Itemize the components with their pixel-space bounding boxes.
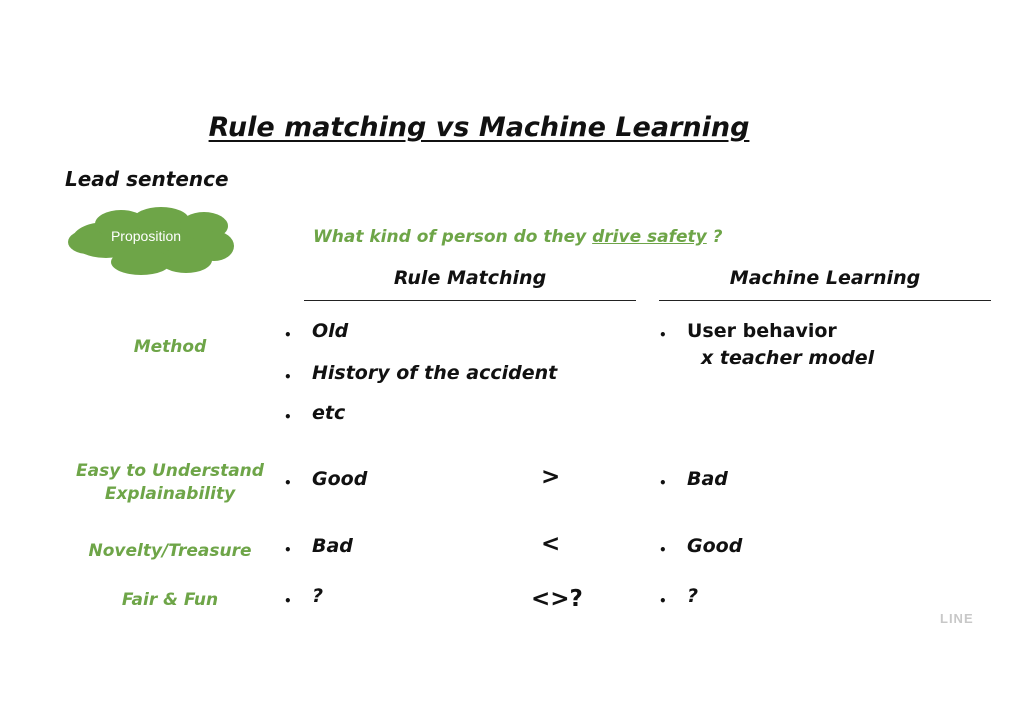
row-label-explainability-line-2: Explainability <box>104 484 236 504</box>
bullet: • <box>284 594 292 608</box>
question-text: What kind of person do they drive safety… <box>313 227 723 247</box>
question-after: ? <box>706 227 723 247</box>
rule-method-item-3: etc <box>312 402 346 424</box>
bullet: • <box>284 543 292 557</box>
lead-sentence-heading: Lead sentence <box>65 167 229 191</box>
proposition-label: Proposition <box>110 228 182 244</box>
column-header-machine-learning: Machine Learning <box>729 267 921 289</box>
bullet: • <box>659 328 667 342</box>
ml-novelty-value: Good <box>687 535 743 557</box>
rule-method-item-1: Old <box>312 320 349 342</box>
fair-comparison: <>? <box>531 586 583 612</box>
row-label-fair-fun: Fair & Fun <box>121 590 219 610</box>
rule-method-item-2: History of the accident <box>312 362 558 384</box>
question-before: What kind of person do they <box>313 227 593 247</box>
bullet: • <box>284 370 292 384</box>
ml-column-divider <box>659 300 991 301</box>
row-label-novelty: Novelty/Treasure <box>88 541 252 561</box>
ml-method-line-2: x teacher model <box>701 347 875 369</box>
rule-fair-value: ? <box>312 585 324 607</box>
bullet: • <box>284 476 292 490</box>
rule-novelty-value: Bad <box>312 535 353 557</box>
bullet: • <box>284 328 292 342</box>
bullet: • <box>659 543 667 557</box>
ml-method-line-1: User behavior <box>687 320 837 342</box>
ml-fair-value: ? <box>687 585 699 607</box>
bullet: • <box>284 410 292 424</box>
row-label-explainability: Easy to Understand Explainability <box>60 460 280 506</box>
rule-explainability-value: Good <box>312 468 368 490</box>
question-underlined: drive safety <box>592 227 707 247</box>
ml-explainability-value: Bad <box>687 468 728 490</box>
bullet: • <box>659 594 667 608</box>
bullet: • <box>659 476 667 490</box>
rule-column-divider <box>304 300 636 301</box>
row-label-explainability-line-1: Easy to Understand <box>76 461 264 481</box>
cloud-shape <box>68 207 234 275</box>
novelty-comparison: < <box>541 531 561 557</box>
line-logo: LINE <box>940 611 974 626</box>
explainability-comparison: > <box>541 464 561 490</box>
slide-title: Rule matching vs Machine Learning <box>208 112 750 143</box>
row-label-method: Method <box>133 337 207 357</box>
column-header-rule-matching: Rule Matching <box>393 267 547 289</box>
